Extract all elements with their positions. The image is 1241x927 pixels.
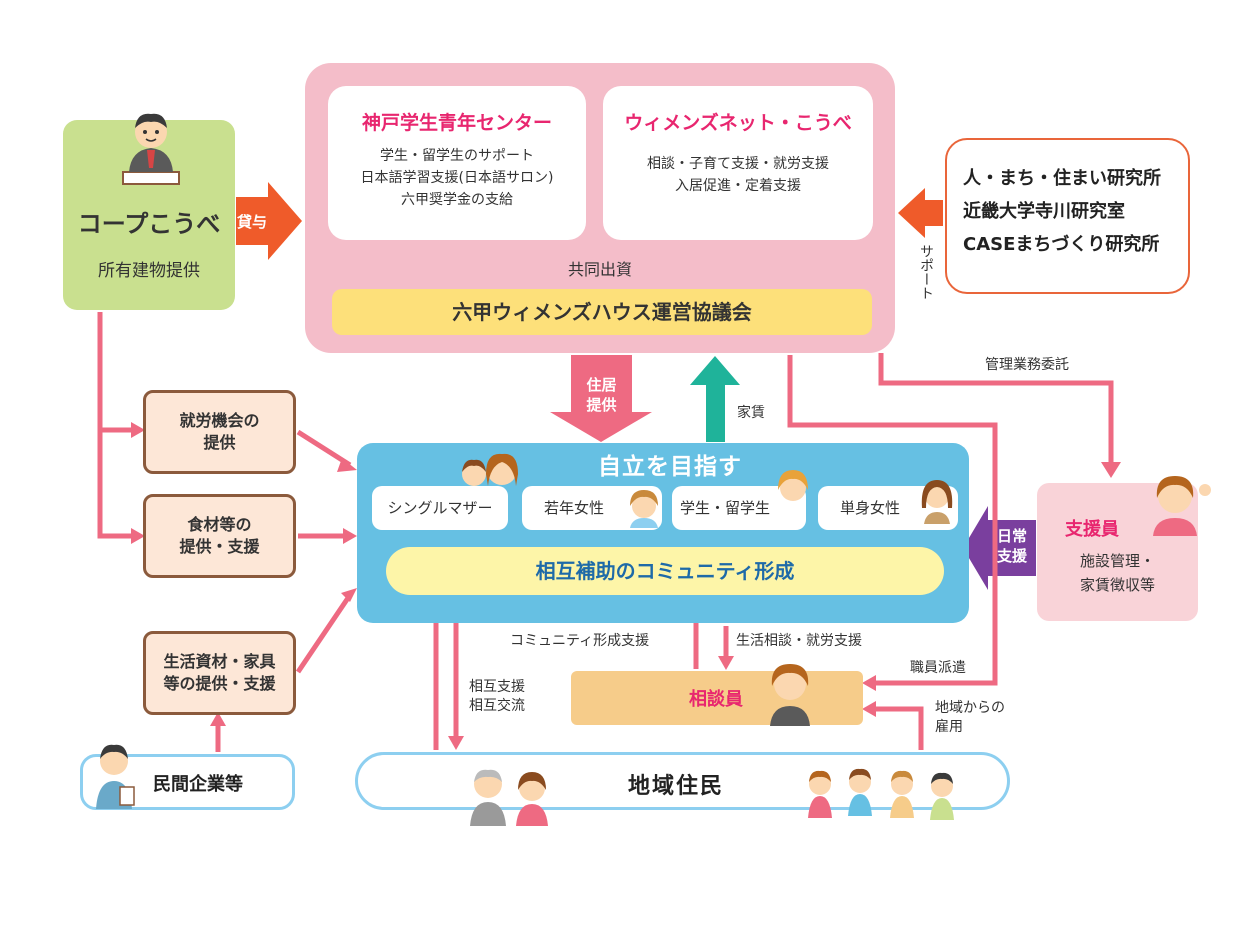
young-woman-icon bbox=[630, 490, 658, 528]
lend-label: 貸与 bbox=[236, 213, 267, 231]
food-provision-box: 食材等の 提供・支援 bbox=[143, 494, 296, 578]
research-line: 人・まち・住まい研究所 bbox=[963, 168, 1161, 189]
daily-support-line: 日常 bbox=[996, 527, 1027, 545]
womens-net-kobe-box: ウィメンズネット・こうべ 相談・子育て支援・就労支援 入居促進・定着支援 bbox=[603, 86, 873, 240]
kobe-center-line: 学生・留学生のサポート bbox=[380, 148, 534, 164]
group-students: 学生・留学生 bbox=[672, 486, 806, 530]
student-icon bbox=[778, 470, 808, 501]
coop-sub: 所有建物提供 bbox=[98, 261, 200, 281]
daily-support-label: 日常 支援 bbox=[988, 526, 1036, 566]
mutual-support-line: 相互交流 bbox=[469, 698, 525, 714]
management-label: 管理業務委託 bbox=[985, 357, 1069, 373]
local-hire-line: 地域からの bbox=[935, 700, 1005, 716]
goods-line: 等の提供・支援 bbox=[163, 674, 276, 693]
council-name-bar: 六甲ウィメンズハウス運営協議会 bbox=[332, 289, 872, 335]
support-label: サポート bbox=[918, 244, 934, 300]
rent-arrow bbox=[690, 356, 740, 442]
research-line: CASEまちづくり研究所 bbox=[963, 234, 1160, 255]
employment-opportunity-box: 就労機会の 提供 bbox=[143, 390, 296, 474]
kobe-center-line: 六甲奨学金の支給 bbox=[401, 192, 513, 208]
housing-arrow bbox=[550, 355, 652, 442]
rent-label: 家賃 bbox=[737, 405, 765, 421]
daily-support-line: 支援 bbox=[996, 547, 1027, 565]
children-icon bbox=[808, 768, 954, 820]
staff-line: 施設管理・ bbox=[1079, 552, 1155, 570]
counselor-box: 相談員 bbox=[571, 671, 863, 725]
staff-dispatch-label: 職員派遣 bbox=[910, 660, 966, 676]
staff-title: 支援員 bbox=[1065, 519, 1119, 540]
group-young-women-label: 若年女性 bbox=[543, 499, 604, 517]
research-institutes-box: 人・まち・住まい研究所 近畿大学寺川研究室 CASEまちづくり研究所 bbox=[945, 138, 1190, 294]
businessman-icon bbox=[96, 744, 135, 809]
womens-net-line: 入居促進・定着支援 bbox=[675, 178, 801, 194]
coop-kobe-box: コープこうべ 所有建物提供 bbox=[63, 113, 235, 310]
group-single-women-label: 単身女性 bbox=[839, 499, 900, 517]
group-students-label: 学生・留学生 bbox=[679, 499, 770, 517]
group-single-mothers: シングルマザー bbox=[372, 486, 508, 530]
mother-child-icon bbox=[462, 453, 518, 486]
main-title: 自立を目指す bbox=[598, 454, 742, 480]
womens-net-title: ウィメンズネット・こうべ bbox=[624, 112, 852, 134]
lend-arrow bbox=[236, 182, 302, 260]
community-support-label: コミュニティ形成支援 bbox=[510, 633, 650, 649]
employ-line: 提供 bbox=[203, 433, 236, 452]
coop-name: コープこうべ bbox=[77, 210, 221, 238]
kobe-student-youth-center-box: 神戸学生青年センター 学生・留学生のサポート 日本語学習支援(日本語サロン) 六… bbox=[328, 86, 586, 240]
pink-lines bbox=[97, 312, 1114, 752]
goods-line: 生活資材・家具 bbox=[163, 652, 276, 671]
counselor-title: 相談員 bbox=[689, 689, 743, 710]
pink-arrowheads bbox=[131, 422, 1121, 750]
kobe-center-title: 神戸学生青年センター bbox=[361, 112, 552, 134]
mutual-community-bar: 相互補助のコミュニティ形成 bbox=[386, 547, 944, 595]
joint-investment-label: 共同出資 bbox=[567, 260, 632, 279]
staff-woman-icon bbox=[1153, 476, 1211, 536]
housing-label: 住居 提供 bbox=[571, 375, 632, 415]
residents-label: 地域住民 bbox=[628, 774, 725, 799]
food-line: 食材等の bbox=[187, 515, 252, 534]
staff-line: 家賃徴収等 bbox=[1079, 576, 1155, 594]
elderly-couple-icon bbox=[470, 769, 548, 826]
housing-label-line: 提供 bbox=[586, 396, 617, 414]
companies-label: 民間企業等 bbox=[153, 774, 243, 795]
local-hire-line: 雇用 bbox=[935, 719, 963, 735]
goods-provision-box: 生活資材・家具 等の提供・支援 bbox=[143, 631, 296, 715]
research-line: 近畿大学寺川研究室 bbox=[963, 201, 1125, 222]
counselor-woman-icon bbox=[770, 664, 810, 726]
food-line: 提供・支援 bbox=[179, 537, 260, 556]
support-arrow bbox=[898, 188, 943, 238]
local-hire-label: 地域からの 雇用 bbox=[935, 699, 1005, 737]
womens-net-line: 相談・子育て支援・就労支援 bbox=[647, 156, 829, 172]
life-consultation-label: 生活相談・就労支援 bbox=[736, 633, 862, 649]
man-illustration-icon bbox=[122, 113, 180, 185]
single-woman-icon bbox=[921, 480, 953, 524]
daily-support-arrow bbox=[963, 506, 1036, 590]
kobe-center-line: 日本語学習支援(日本語サロン) bbox=[360, 170, 554, 186]
mutual-support-label: 相互支援 相互交流 bbox=[469, 678, 525, 716]
employ-line: 就労機会の bbox=[179, 411, 260, 430]
mutual-support-line: 相互支援 bbox=[469, 679, 525, 695]
housing-label-line: 住居 bbox=[586, 376, 617, 394]
